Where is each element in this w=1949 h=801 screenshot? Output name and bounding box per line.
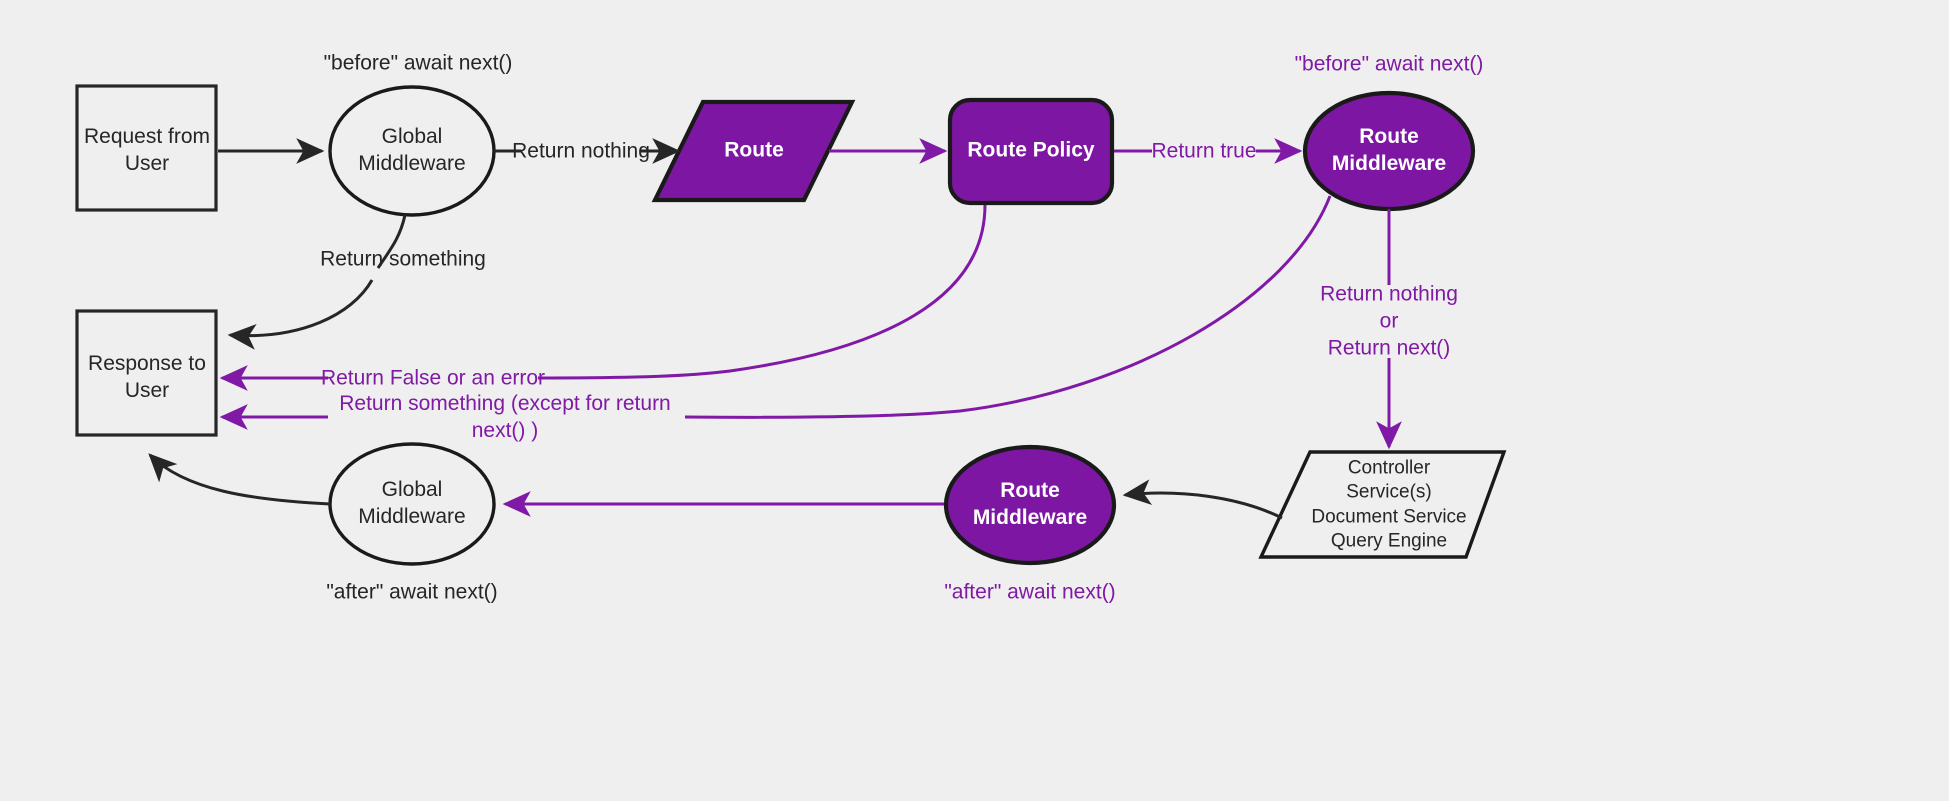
edge-route-policy-return-false	[537, 204, 987, 380]
edge-global-middleware-return-something-stub	[376, 214, 407, 269]
edge-route-middleware-return-something	[684, 195, 1332, 419]
node-response-to-user	[75, 309, 218, 437]
edge-controller-to-route-middleware-bottom	[1122, 479, 1283, 520]
node-global-middleware-bottom	[328, 442, 496, 566]
node-controller-stack	[1258, 450, 1507, 559]
edge-return-something-to-response	[227, 279, 374, 350]
node-global-middleware-top	[328, 85, 496, 217]
node-route	[651, 99, 856, 203]
node-request-from-user	[75, 84, 218, 212]
node-route-middleware-bottom	[943, 444, 1117, 566]
node-route-policy	[947, 97, 1115, 206]
node-route-middleware-top	[1302, 90, 1476, 212]
edge-global-middleware-bottom-to-response	[148, 453, 331, 506]
